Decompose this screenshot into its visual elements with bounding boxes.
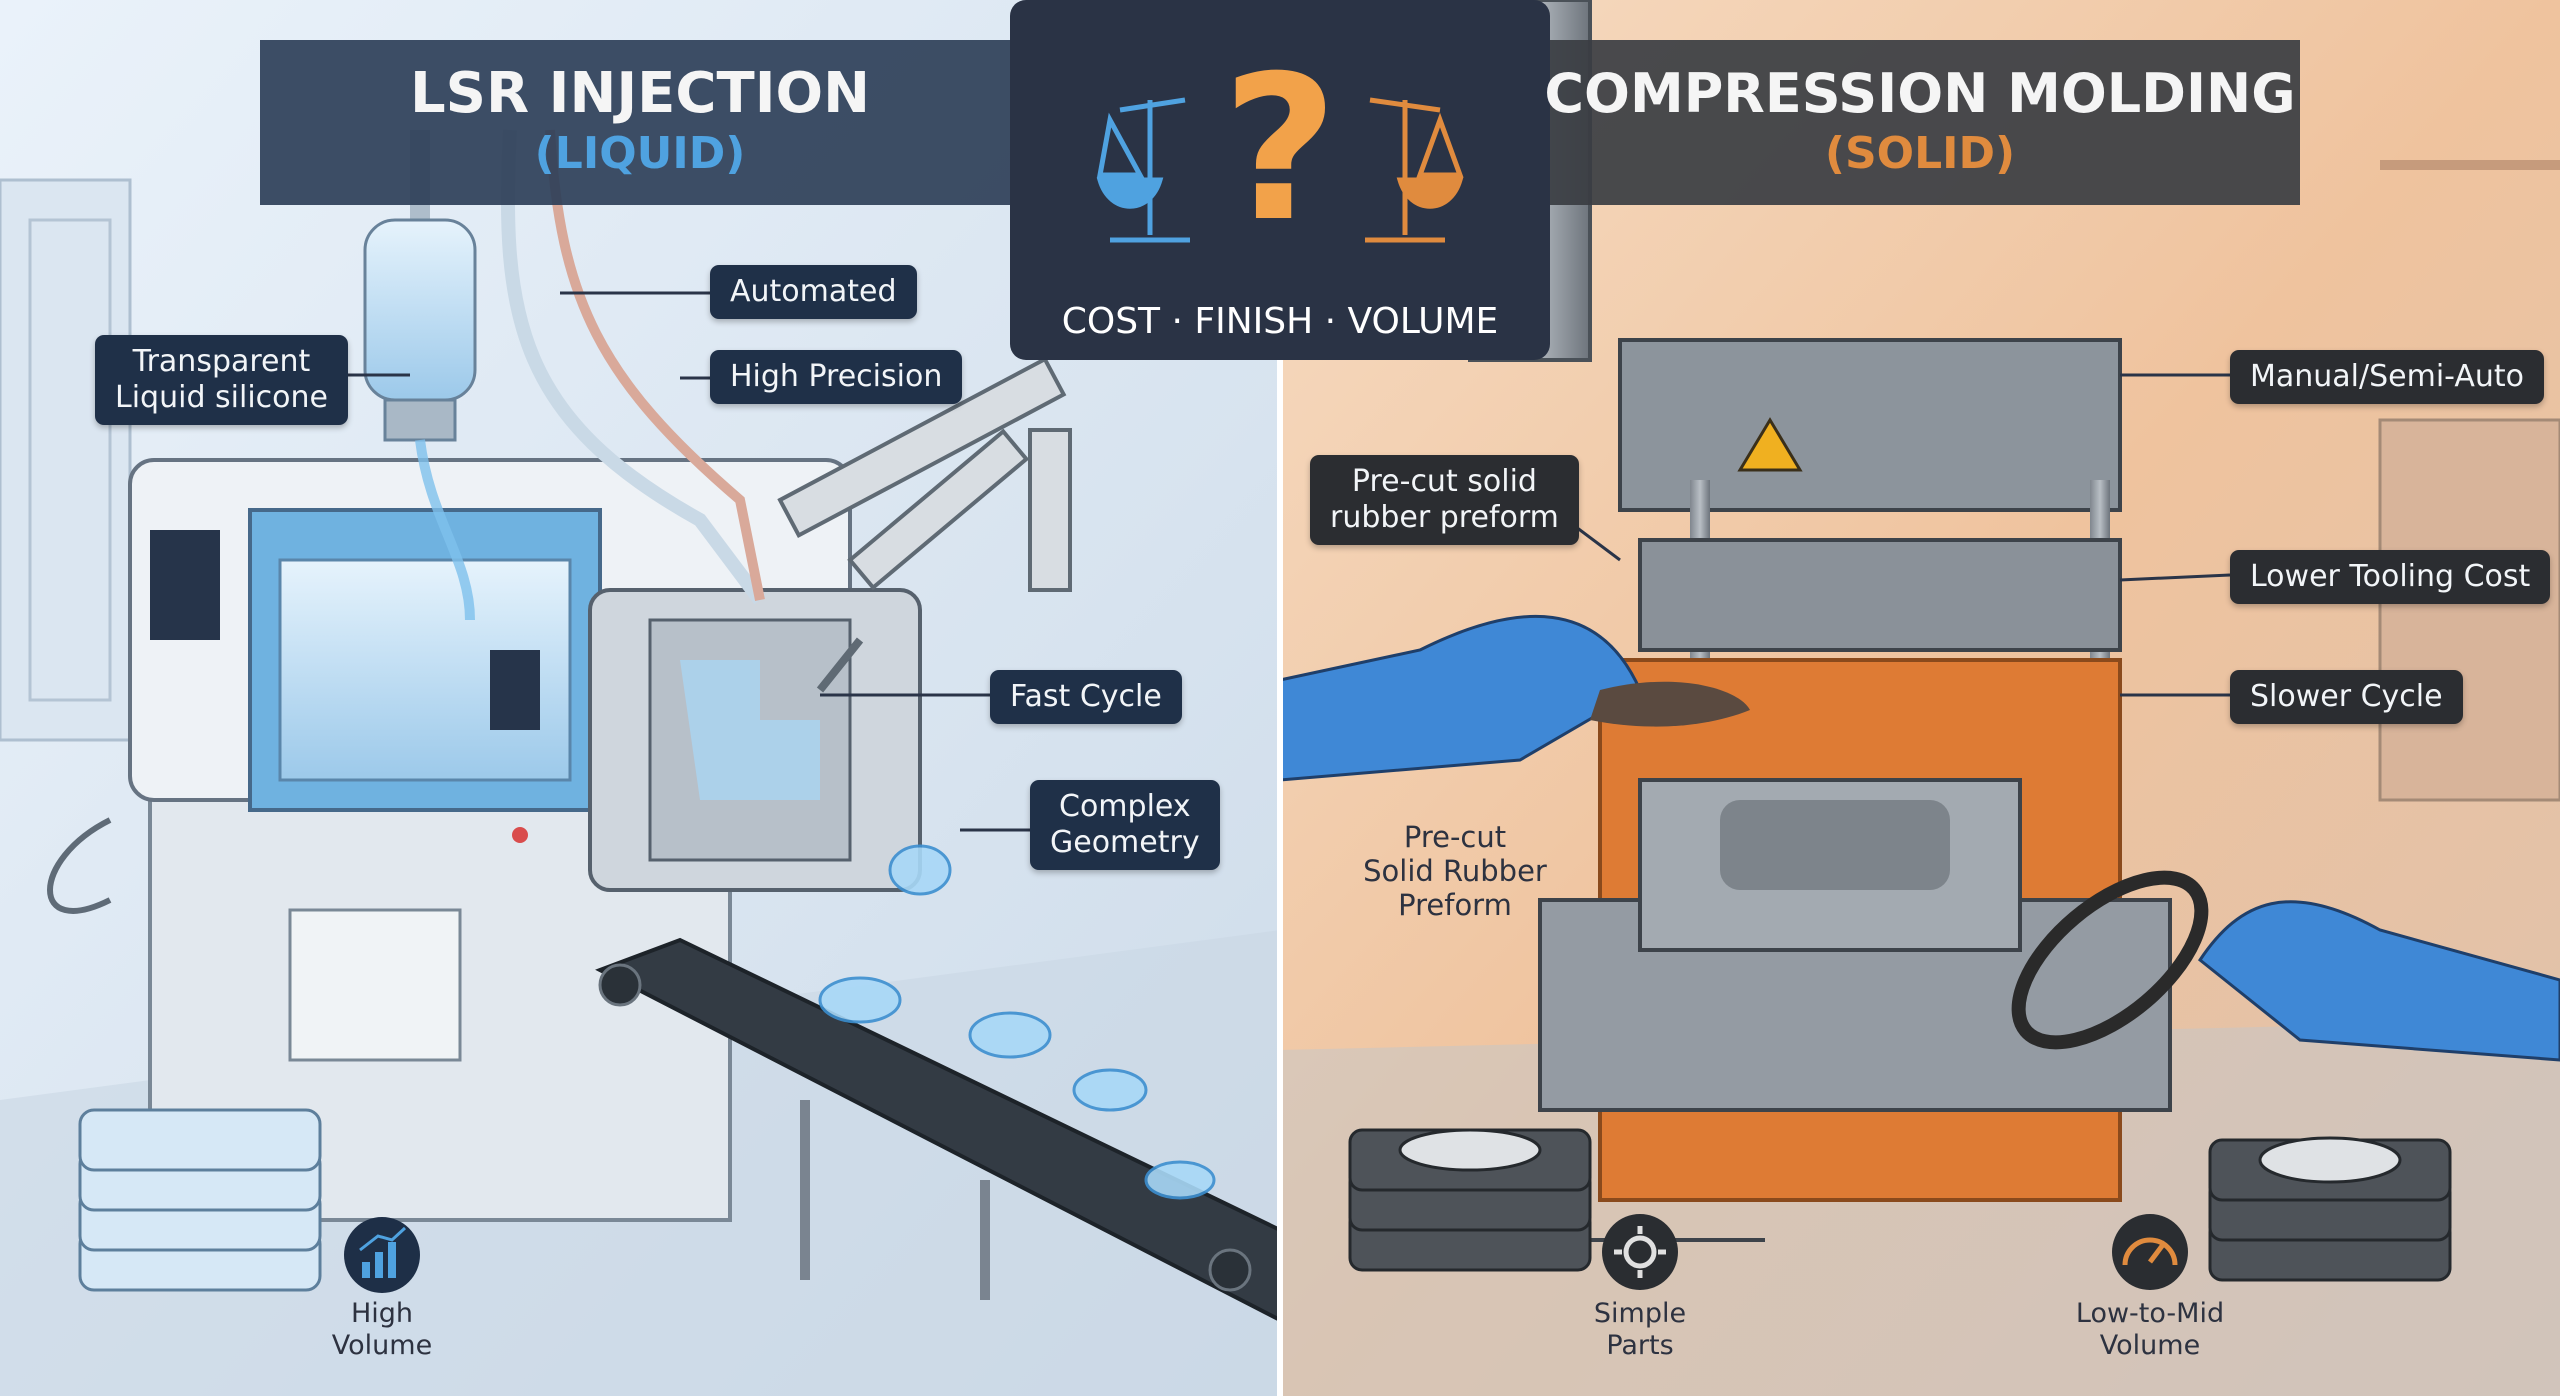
callout-lower-tooling-cost: Lower Tooling Cost (2230, 550, 2551, 604)
badge-low-to-mid-volume: Low-to-Mid Volume (2050, 1298, 2250, 1362)
compression-parts-stack-right (2208, 1136, 2452, 1282)
badge-high-volume: High Volume (312, 1298, 452, 1362)
callout-transparent-liquid-silicone: Transparent Liquid silicone (95, 335, 348, 425)
center-divider (1277, 0, 1283, 1396)
gear-icon-bg (1602, 1214, 1678, 1290)
left-title: LSR INJECTION (409, 61, 871, 126)
callout-transparent-line1: Transparent (132, 344, 311, 379)
badge-high-volume-line1: High (350, 1298, 414, 1329)
preform-line2: Solid Rubber (1363, 854, 1547, 888)
right-subtitle: (SOLID) (1824, 128, 2016, 179)
callout-slower-cycle: Slower Cycle (2230, 670, 2463, 724)
callout-complex-line1: Complex (1059, 789, 1191, 824)
callout-automated: Automated (710, 265, 917, 319)
gloved-hands-illustration (1278, 614, 2560, 1062)
speedometer-icon-bg (2112, 1214, 2188, 1290)
left-header-band (260, 40, 1020, 205)
silicone-reservoir-illustration (363, 130, 477, 621)
speedometer-icon (2122, 1237, 2178, 1266)
badge-simple-parts: Simple Parts (1570, 1298, 1710, 1362)
preform-description: Pre-cut Solid Rubber Preform (1330, 820, 1580, 922)
gear-icon (1614, 1226, 1666, 1278)
right-title: COMPRESSION MOLDING (1544, 62, 2296, 125)
compression-parts-stack-left (1348, 1128, 1592, 1272)
balance-scale-icon (1096, 97, 1464, 243)
callout-precut-solid-rubber-preform: Pre-cut solid rubber preform (1310, 455, 1579, 545)
callout-precut-line1: Pre-cut solid (1351, 464, 1537, 499)
center-badge-box (1010, 0, 1550, 360)
molded-parts-illustration (818, 844, 1216, 1200)
question-mark: ? (1221, 33, 1338, 266)
lsr-parts-stack-illustration (78, 1108, 322, 1292)
compression-press-illustration (1468, 0, 2172, 1242)
criteria-text: COST · FINISH · VOLUME (1061, 301, 1499, 342)
preform-line3: Preform (1398, 888, 1512, 922)
callout-manual-semi-auto: Manual/Semi-Auto (2230, 350, 2544, 404)
badge-simple-parts-line2: Parts (1606, 1330, 1674, 1361)
growth-chart-icon (359, 1226, 407, 1278)
badge-low-to-mid-line1: Low-to-Mid (2075, 1298, 2225, 1329)
callout-high-precision: High Precision (710, 350, 963, 404)
badge-simple-parts-line1: Simple (1593, 1298, 1687, 1329)
badge-high-volume-line2: Volume (331, 1330, 433, 1361)
callout-transparent-line2: Liquid silicone (115, 380, 328, 415)
badge-low-to-mid-line2: Volume (2099, 1330, 2201, 1361)
callout-complex-line2: Geometry (1050, 825, 1200, 860)
callout-precut-line2: rubber preform (1330, 500, 1559, 535)
preform-line1: Pre-cut (1403, 820, 1507, 854)
callout-fast-cycle: Fast Cycle (990, 670, 1182, 724)
robot-arm-illustration (777, 356, 1072, 693)
callout-complex-geometry: Complex Geometry (1030, 780, 1220, 870)
left-subtitle: (LIQUID) (534, 128, 746, 179)
right-header-band (1540, 40, 2300, 205)
